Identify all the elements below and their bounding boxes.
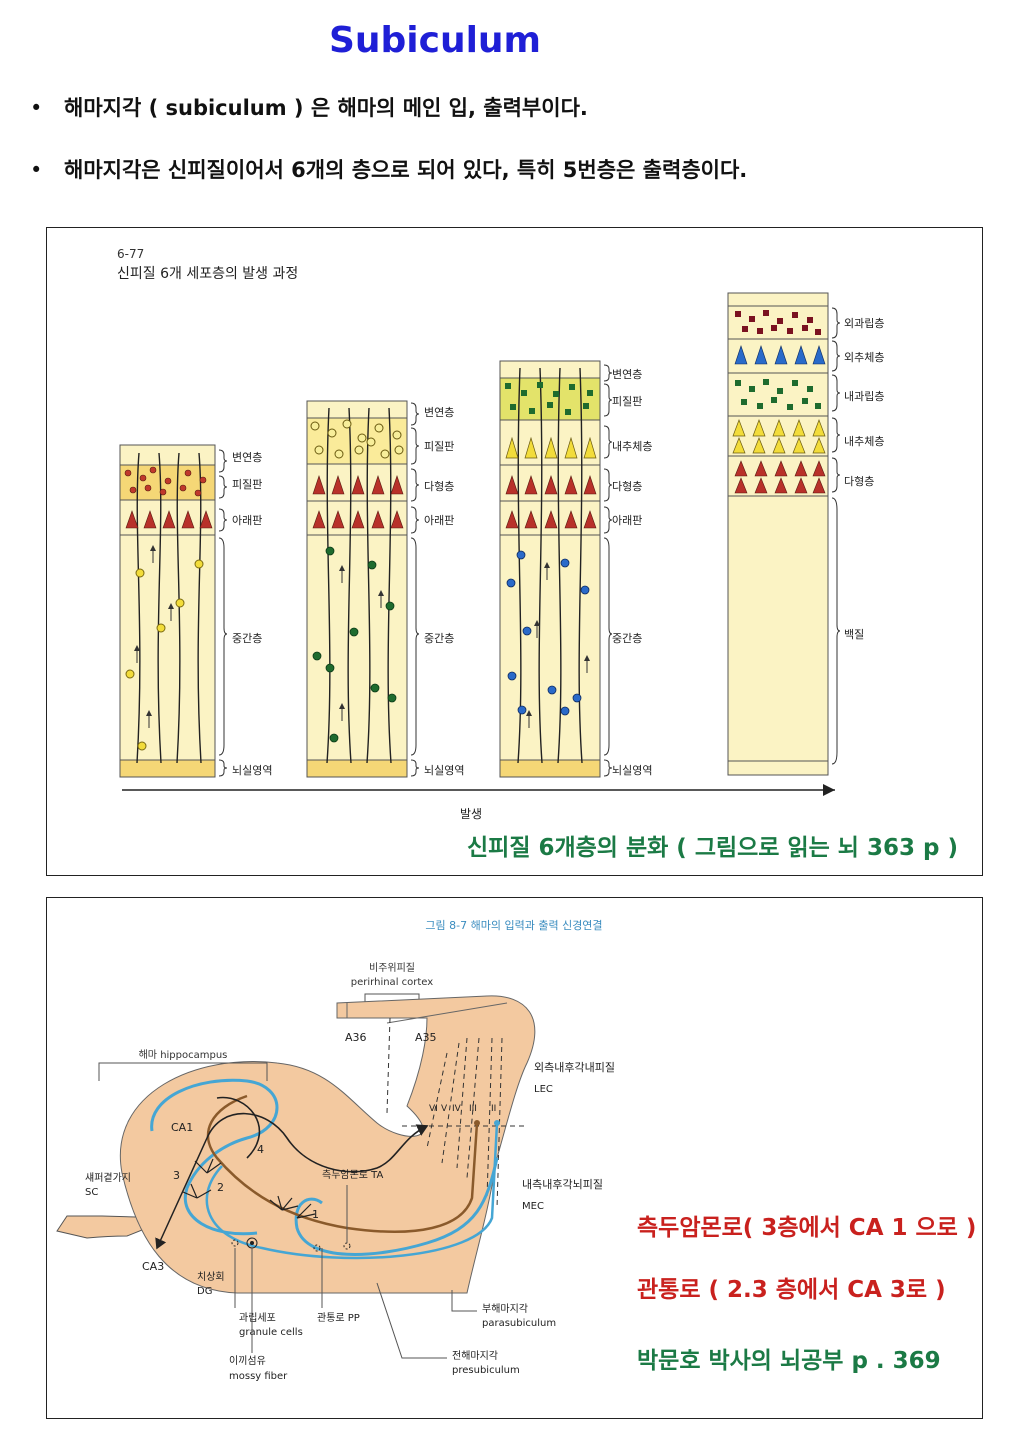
label: 내측내후각뇌피질 [522,1178,603,1191]
label: A36 [345,1031,367,1044]
layer-label: III [469,1104,477,1114]
figure-hippocampus-connections: 그림 8-7 해마의 입력과 출력 신경연결 비주위피질 perirhinal … [46,897,983,1419]
label: 백질 [844,628,864,641]
label: 내추체층 [844,435,884,448]
note-temporoammonic: 측두암몬로( 3층에서 CA 1 으로 ) [637,1215,977,1241]
label: 변연층 [232,451,262,464]
page-title: Subiculum [328,20,542,61]
label: 비주위피질 [369,961,415,974]
label: 피질판 [232,478,262,491]
label: SC [85,1187,98,1198]
label: mossy fiber [229,1371,288,1382]
label: A35 [415,1031,437,1044]
label: 4 [257,1143,264,1156]
layer-label: VI [429,1104,438,1114]
column-3: 변연층 피질판 내추체층 다형층 아래판 중간층 뇌실영역 [499,360,652,778]
label: 피질판 [424,440,454,453]
bullet-1: • 해마지각 ( subiculum ) 은 해마의 메인 입, 출력부이다. [30,92,588,122]
bullet-2: • 해마지각은 신피질이어서 6개의 층으로 되어 있다, 특히 5번층은 출력층… [30,154,747,184]
label: CA1 [171,1121,193,1134]
label: LEC [534,1084,553,1095]
label: 측두암몬로 TA [322,1169,384,1181]
label: DG [197,1286,212,1297]
layer-label: II [491,1104,496,1114]
label: MEC [522,1201,544,1212]
label: 뇌실영역 [424,764,464,777]
figure-number: 6-77 [117,247,144,261]
layer-label: V [441,1104,448,1114]
column-1: 변연층 피질판 아래판 중간층 뇌실영역 [119,444,272,778]
column-4: 외과립층 외추체층 내과립층 내추체층 다형층 백질 [727,292,884,776]
label: 중간층 [612,632,642,645]
bullet-text: 해마지각 ( subiculum ) 은 해마의 메인 입, 출력부이다. [64,96,588,120]
neocortex-diagram: 6-77 신피질 6개 세포층의 발생 과정 [117,247,884,821]
label: 과립세포 [239,1311,276,1324]
label: 중간층 [424,632,454,645]
label: 뇌실영역 [612,764,652,777]
hippocampus-diagram: 그림 8-7 해마의 입력과 출력 신경연결 비주위피질 perirhinal … [56,918,615,1382]
label: 외측내후각내피질 [534,1061,615,1074]
note-perforant-path: 관통로 ( 2.3 층에서 CA 3로 ) [637,1277,946,1303]
figure-title: 신피질 6개 세포층의 발생 과정 [117,266,298,282]
label: 뇌실영역 [232,764,272,777]
label: 다형층 [424,480,454,493]
column-2: 변연층 피질판 다형층 아래판 중간층 뇌실영역 [306,400,464,778]
label: granule cells [239,1327,303,1338]
figure-caption: 박문호 박사의 뇌공부 p . 369 [637,1348,941,1374]
label: 중간층 [232,632,262,645]
label: 2 [217,1181,224,1194]
label: presubiculum [452,1365,520,1376]
label: 관통로 PP [317,1312,360,1324]
figure-title: 그림 8-7 해마의 입력과 출력 신경연결 [425,918,602,932]
label: 아래판 [612,514,642,527]
label: 변연층 [424,406,454,419]
label: 부해마지각 [482,1302,528,1315]
label: perirhinal cortex [351,977,433,988]
label: 내추체층 [612,440,652,453]
label: CA3 [142,1260,164,1273]
label: 이끼섬유 [229,1355,266,1367]
label: 치상회 [197,1271,225,1283]
label: 내과립층 [844,390,884,403]
layer-label: IV [452,1104,462,1114]
label: parasubiculum [482,1318,556,1329]
bullet-text: 해마지각은 신피질이어서 6개의 층으로 되어 있다, 특히 5번층은 출력층이… [64,158,748,182]
label: 3 [173,1169,180,1182]
label: 아래판 [424,514,454,527]
axis-label: 발생 [460,807,482,821]
label: 1 [312,1208,319,1221]
label: 외과립층 [844,317,884,330]
label: 다형층 [844,475,874,488]
label: 다형층 [612,480,642,493]
label: 섀퍼곁가지 [85,1172,131,1184]
label: 변연층 [612,368,642,381]
label: 전해마지각 [452,1349,498,1362]
bullet-marker: • [30,96,43,120]
label: 외추체층 [844,351,884,364]
label: 아래판 [232,514,262,527]
label: 피질판 [612,395,642,408]
label: 해마 hippocampus [139,1048,228,1061]
bullet-marker: • [30,158,43,182]
figure-caption: 신피질 6개층의 분화 ( 그림으로 읽는 뇌 363 p ) [467,835,958,861]
figure-neocortex-development: 6-77 신피질 6개 세포층의 발생 과정 [46,227,983,876]
